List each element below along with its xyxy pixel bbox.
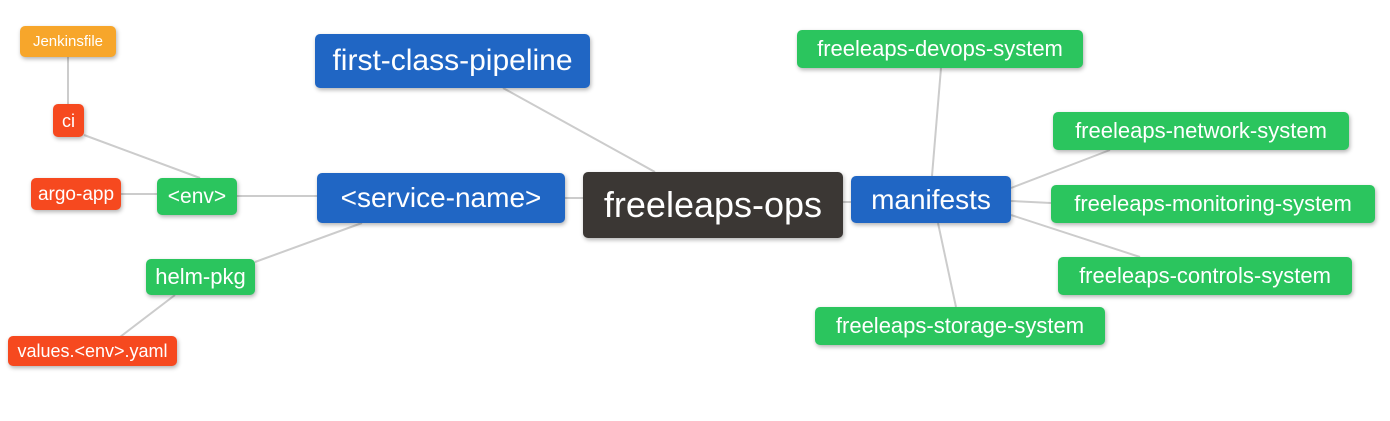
edge-manifests--freeleaps-devops-system: [931, 67, 942, 177]
node-freeleaps-devops-system[interactable]: freeleaps-devops-system: [797, 30, 1083, 68]
edge-helm-pkg--values-env-yaml: [119, 294, 176, 338]
node-env[interactable]: <env>: [157, 178, 237, 215]
node-values-env-yaml[interactable]: values.<env>.yaml: [8, 336, 177, 366]
node-first-class-pipeline[interactable]: first-class-pipeline: [315, 34, 590, 88]
edge-ci--env: [83, 134, 201, 179]
node-helm-pkg[interactable]: helm-pkg: [146, 259, 255, 295]
node-argo-app[interactable]: argo-app: [31, 178, 121, 210]
node-ci[interactable]: ci: [53, 104, 84, 137]
node-freeleaps-storage-system[interactable]: freeleaps-storage-system: [815, 307, 1105, 345]
node-freeleaps-network-system[interactable]: freeleaps-network-system: [1053, 112, 1349, 150]
edge-manifests--freeleaps-network-system: [1010, 149, 1111, 189]
edge-manifests--freeleaps-controls-system: [1010, 214, 1141, 258]
node-jenkinsfile[interactable]: Jenkinsfile: [20, 26, 116, 57]
node-freeleaps-ops[interactable]: freeleaps-ops: [583, 172, 843, 238]
edge-first-class-pipeline--freeleaps-ops: [502, 87, 656, 173]
edge-service-name--helm-pkg: [254, 222, 363, 263]
edge-manifests--freeleaps-monitoring-system: [1010, 200, 1052, 204]
node-manifests[interactable]: manifests: [851, 176, 1011, 223]
node-freeleaps-monitoring-system[interactable]: freeleaps-monitoring-system: [1051, 185, 1375, 223]
node-service-name[interactable]: <service-name>: [317, 173, 565, 223]
edge-manifests--freeleaps-storage-system: [937, 222, 957, 308]
node-freeleaps-controls-system[interactable]: freeleaps-controls-system: [1058, 257, 1352, 295]
